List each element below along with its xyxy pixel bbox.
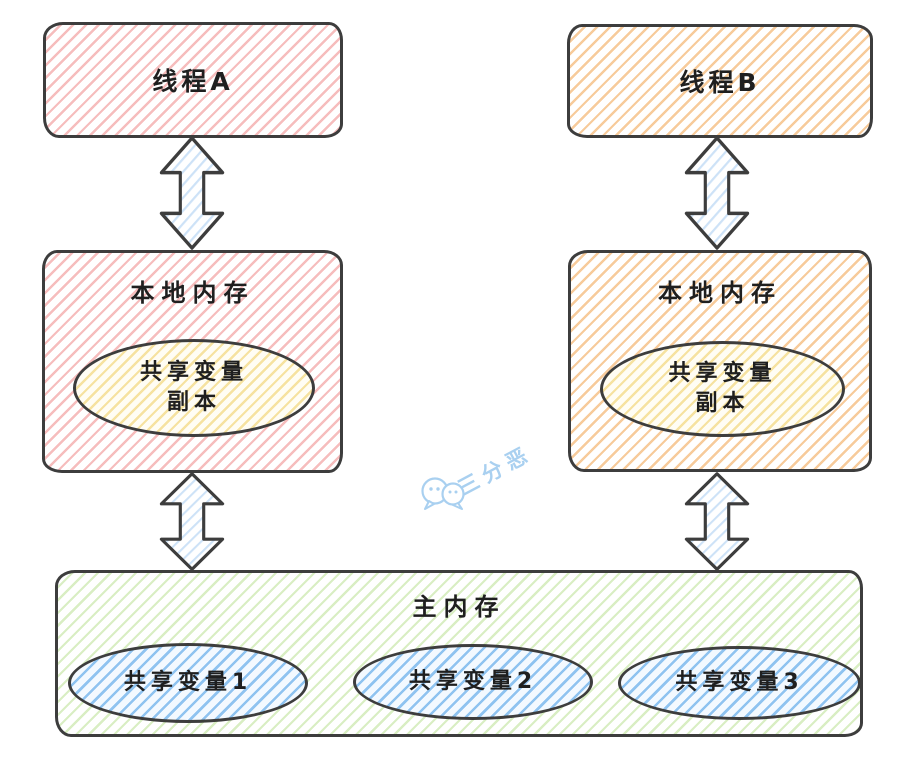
watermark-text: 三分恶 [453, 441, 537, 501]
shared-variable-3-label: 共享变量3 [675, 670, 804, 696]
thread-b-box: 线程B [567, 24, 873, 138]
shared-variable-1-ellipse: 共享变量1 [68, 643, 308, 723]
copy-b-line2: 副本 [695, 391, 750, 416]
local-memory-b-label: 本地内存 [658, 279, 782, 307]
wechat-icon [421, 477, 465, 510]
copy-b-line1: 共享变量 [668, 361, 777, 387]
shared-variable-copy-a-label: 共享变量 副本 [140, 358, 248, 417]
bidirectional-arrow-local-a-main [159, 472, 225, 571]
thread-a-box: 线程A [43, 22, 343, 138]
shared-variable-3-ellipse: 共享变量3 [618, 646, 861, 720]
main-memory-box: 主内存 共享变量1 共享变量2 共享变量3 [55, 570, 863, 737]
thread-b-label: 线程B [679, 68, 761, 97]
shared-variable-2-ellipse: 共享变量2 [353, 644, 593, 720]
copy-a-line1: 共享变量 [139, 360, 248, 386]
bidirectional-arrow-thread-b-local-b [684, 136, 750, 250]
shared-variable-1-label: 共享变量1 [123, 670, 253, 696]
shared-variable-copy-a-ellipse: 共享变量 副本 [73, 339, 315, 437]
shared-variable-2-label: 共享变量2 [408, 669, 538, 695]
local-memory-a-box: 本地内存 共享变量 副本 [42, 250, 343, 473]
shared-variable-copy-b-ellipse: 共享变量 副本 [600, 341, 845, 437]
local-memory-a-label: 本地内存 [130, 279, 255, 307]
bidirectional-arrow-thread-a-local-a [159, 136, 225, 250]
copy-a-line2: 副本 [166, 390, 221, 415]
local-memory-b-box: 本地内存 共享变量 副本 [568, 250, 872, 472]
bidirectional-arrow-local-b-main [684, 472, 750, 571]
thread-a-label: 线程A [152, 67, 234, 96]
shared-variable-copy-b-label: 共享变量 副本 [668, 359, 776, 418]
watermark: 三分恶 [408, 441, 568, 524]
main-memory-label: 主内存 [412, 593, 506, 621]
